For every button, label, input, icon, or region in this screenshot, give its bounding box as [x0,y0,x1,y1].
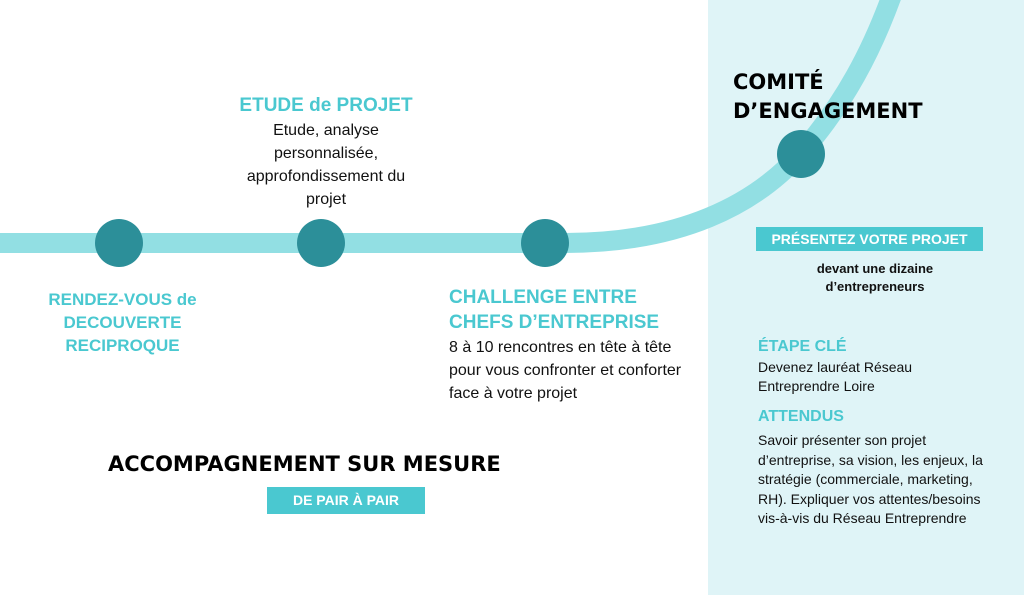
step-2-text: Etude, analyse personnalisée, approfondi… [246,122,406,208]
step-dot-1 [95,219,143,267]
step-dot-2 [297,219,345,267]
comite-panel [708,0,1024,595]
step-dot-4 [777,130,825,178]
step-dot-3 [521,219,569,267]
comite-subtitle: devant une dizaine d’entrepreneurs [816,261,934,294]
step-3-title: CHALLENGE ENTRE CHEFS D’ENTREPRISE [449,287,660,333]
step-3-text: 8 à 10 rencontres en tête à tête pour vo… [449,339,682,402]
attendus-title: ATTENDUS [758,408,844,425]
step-4-title: COMITÉ D’ENGAGEMENT [733,70,923,123]
accompagnement-title: ACCOMPAGNEMENT SUR MESURE [108,452,501,476]
presentez-badge: PRÉSENTEZ VOTRE PROJET [756,227,983,251]
etape-title: ÉTAPE CLÉ [758,338,847,355]
attendus-text: Savoir présenter son projet d’entreprise… [758,432,983,527]
pair-badge: DE PAIR À PAIR [267,487,425,514]
step-1-title: RENDEZ-VOUS de DECOUVERTE RECIPROQUE [48,290,197,355]
step-2-title: ETUDE de PROJET [239,95,413,116]
etape-text: Devenez lauréat Réseau Entreprendre Loir… [758,359,913,394]
